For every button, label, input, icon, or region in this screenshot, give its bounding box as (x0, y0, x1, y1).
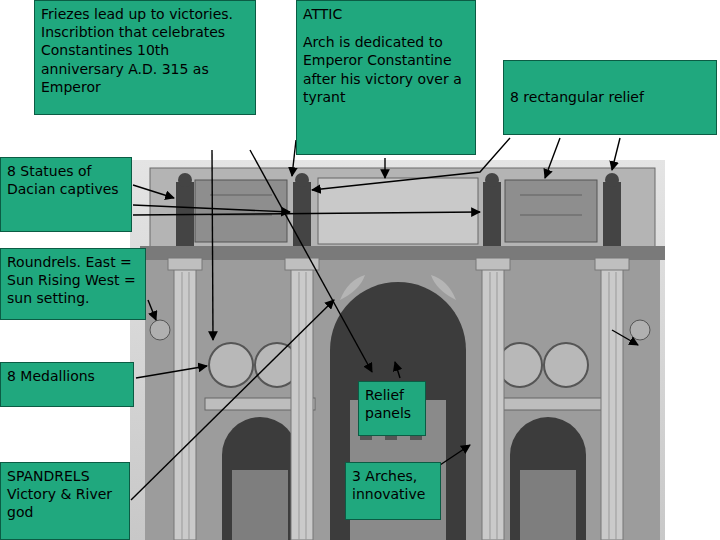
box-text: Roundrels. East = Sun Rising West = sun … (7, 253, 139, 308)
callout-box: SPANDRELS Victory & River god (0, 462, 130, 540)
callout-box: 8 Medallions (0, 362, 134, 407)
callout-box: Roundrels. East = Sun Rising West = sun … (0, 248, 146, 320)
callout-box: 8 rectangular relief (503, 60, 717, 135)
box-text: 8 rectangular relief (510, 88, 710, 106)
box-text: Relief panels (365, 386, 419, 422)
callout-box: ATTIC Arch is dedicated to Emperor Consta… (296, 0, 476, 155)
box-heading: ATTIC (303, 5, 469, 23)
box-text: 8 Statues of Dacian captives (7, 162, 125, 198)
callout-box: Relief panels (358, 381, 426, 436)
callout-box: 8 Statues of Dacian captives (0, 157, 132, 232)
callout-box: 3 Arches, innovative (345, 462, 441, 520)
callout-box: Friezes lead up to victories. Inscribtio… (34, 0, 256, 115)
box-text: Friezes lead up to victories. Inscribtio… (41, 5, 249, 96)
box-text: 3 Arches, innovative (352, 467, 434, 503)
box-text: SPANDRELS Victory & River god (7, 467, 123, 522)
box-text: Arch is dedicated to Emperor Constantine… (303, 33, 469, 106)
box-text: 8 Medallions (7, 367, 127, 385)
